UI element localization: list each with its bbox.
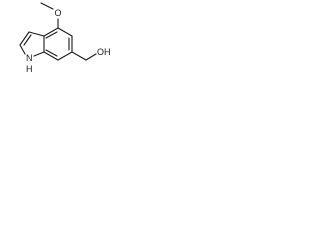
methoxy-oxygen-label: O: [55, 8, 62, 18]
bond-c6-ch2: [71, 51, 87, 61]
indole-nh-h-label: H: [26, 64, 33, 74]
bond-c3a-c3: [28, 31, 45, 37]
bond-ch2-oh: [85, 53, 97, 61]
bond-c4-c5: [57, 27, 73, 37]
bond-c7-c7a-inner: [45, 49, 58, 57]
bond-c3a-c4-inner: [45, 31, 58, 39]
bond-n1-c7a: [33, 51, 45, 57]
indole-nh-label: N: [26, 53, 33, 63]
bond-c3a-c4: [43, 27, 59, 37]
molecule-structure: O OH N H: [19, 2, 111, 74]
bond-c2-n1: [19, 44, 26, 55]
hydroxyl-label: OH: [97, 47, 111, 57]
bond-c6-c7: [57, 51, 73, 61]
bond-methyl-o: [40, 2, 54, 10]
bond-c3-c2-inner: [23, 34, 32, 46]
bond-c3-c2: [19, 31, 30, 46]
bond-c7-c7a: [43, 51, 59, 61]
